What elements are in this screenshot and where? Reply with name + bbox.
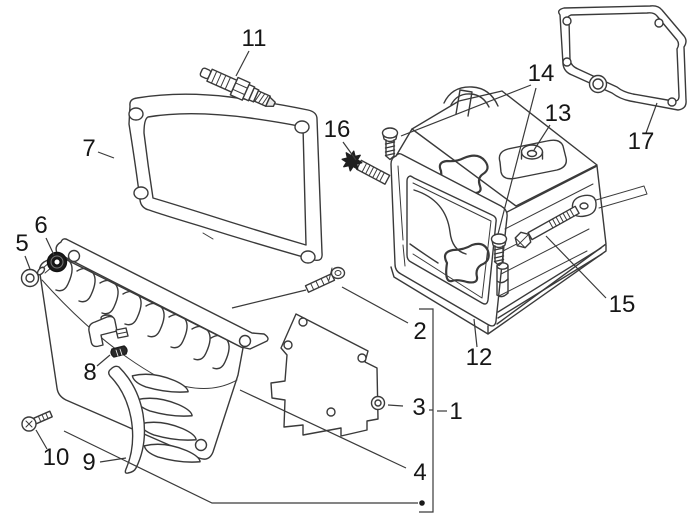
part-14-leader — [400, 84, 532, 137]
part-label-8: 8 — [83, 359, 96, 386]
part-11-leader — [235, 50, 250, 77]
part-label-3: 3 — [412, 394, 425, 421]
part-label-2: 2 — [413, 318, 426, 345]
part-label-17: 17 — [628, 128, 655, 155]
group-1-tail-dot — [419, 500, 425, 506]
star-washer — [341, 150, 363, 172]
part-10-tapping-screw — [21, 410, 53, 432]
part-label-16: 16 — [324, 116, 351, 143]
part-14-leader-b — [497, 87, 537, 235]
part-label-4: 4 — [413, 459, 426, 486]
part-5-screw-and-washer — [20, 261, 53, 288]
part-2-leader — [341, 286, 409, 324]
part-6-leader — [45, 237, 55, 256]
part-label-11: 11 — [242, 25, 267, 52]
part-9-drain-tube — [108, 365, 146, 474]
part-14-screw-top — [381, 127, 399, 161]
part-8-breather-plug — [110, 345, 128, 358]
part-label-13: 13 — [545, 100, 572, 127]
part-17-leader — [645, 102, 658, 134]
part-7-valve-cover-gasket — [128, 93, 323, 264]
part-12-leader — [473, 318, 478, 348]
part-7-leader — [97, 151, 115, 159]
dowel-pin — [496, 262, 509, 298]
mount-ear — [571, 185, 648, 218]
part-16-stud-with-star-washer — [341, 150, 391, 185]
part-3-leader — [387, 404, 404, 407]
group-1-tail-line — [63, 430, 418, 504]
part-17-head-cover-gasket — [557, 5, 687, 111]
part-5-leader — [24, 255, 31, 270]
part-15-flange-bolt — [514, 205, 580, 249]
part-label-6: 6 — [34, 212, 47, 239]
part-2-leader-b — [231, 289, 307, 309]
part-label-10: 10 — [43, 444, 70, 471]
part-11-spark-plug — [199, 67, 276, 108]
part-label-1: 1 — [449, 398, 462, 425]
front-port-opening — [443, 242, 490, 284]
part-3-inspection-plate — [270, 313, 386, 437]
part-label-9: 9 — [82, 449, 95, 476]
part-2-cover-screw — [304, 266, 346, 293]
part-4-leader — [239, 389, 407, 469]
part-label-14: 14 — [528, 60, 555, 87]
part-12-cylinder-head — [390, 86, 648, 335]
group-1-bracket — [419, 308, 434, 513]
part-16-leader — [342, 141, 357, 161]
part-13-spark-plug-boss — [498, 139, 567, 180]
part-15-leader — [545, 235, 607, 299]
breather-pipe — [88, 314, 129, 348]
part-8-leader — [96, 354, 111, 367]
part-6-rubber-grommet — [46, 251, 68, 273]
part-9-cylinder-head-cover — [38, 238, 269, 474]
part-13-leader — [533, 124, 551, 151]
part-10-leader — [35, 429, 48, 450]
part-label-5: 5 — [15, 230, 28, 257]
part-label-12: 12 — [466, 344, 493, 371]
part-label-15: 15 — [609, 291, 636, 318]
part-label-7: 7 — [82, 135, 95, 162]
